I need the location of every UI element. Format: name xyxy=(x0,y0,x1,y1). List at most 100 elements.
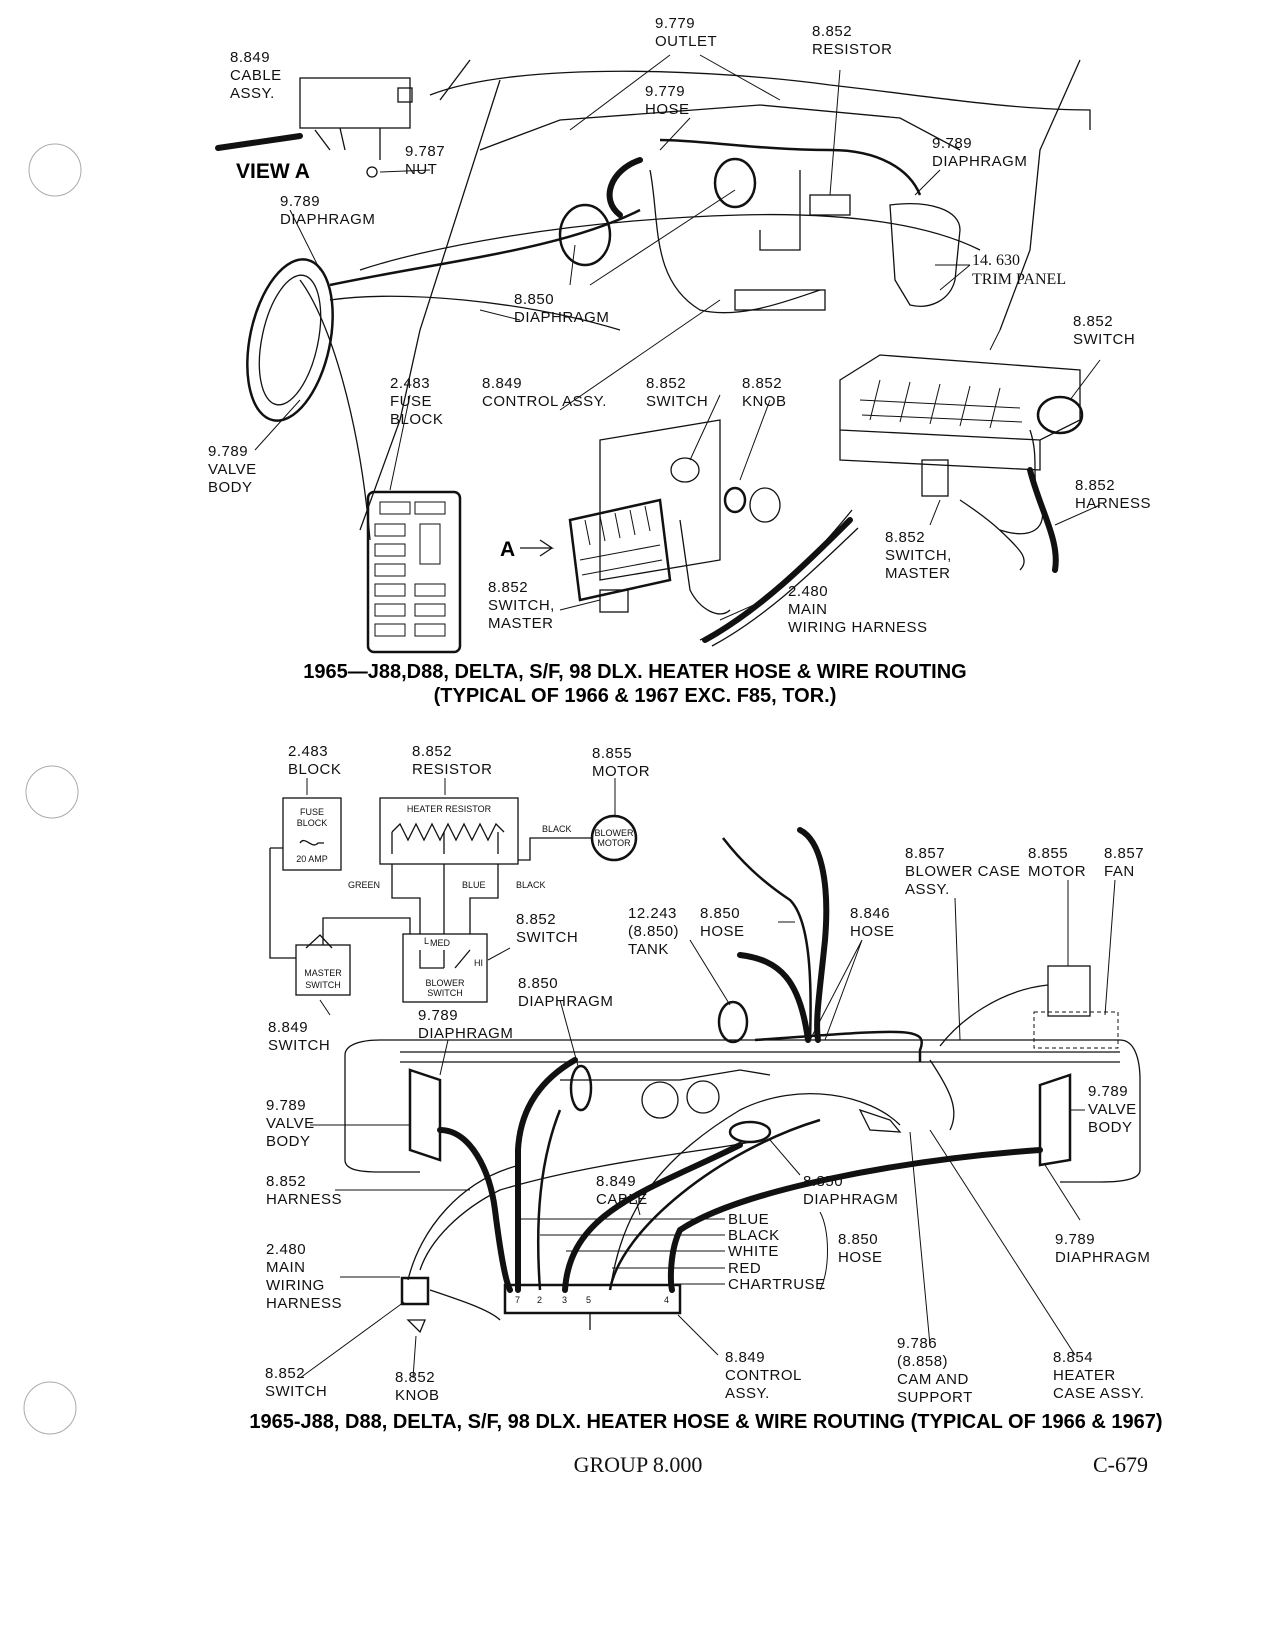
label-view-a: VIEW A xyxy=(236,160,310,183)
schematic-med: MED xyxy=(430,938,451,948)
gauge-2 xyxy=(686,1080,720,1114)
top-illustration xyxy=(215,54,1101,654)
windshield-line xyxy=(439,59,471,101)
top-caption-line2: (TYPICAL OF 1966 & 1967 EXC. F85, TOR.) xyxy=(434,685,837,707)
dash-shelf xyxy=(329,295,621,331)
dash-top-edge xyxy=(429,70,1091,130)
view-a-nut xyxy=(366,166,378,178)
dash-left-end xyxy=(344,1055,420,1173)
fan-dashed xyxy=(1033,1011,1119,1049)
top-knob-shape xyxy=(723,486,747,514)
motor-lead xyxy=(939,984,1049,1047)
control-body xyxy=(568,498,672,602)
top-right-harness xyxy=(1027,467,1059,573)
harness-852 xyxy=(419,1139,761,1271)
wire-fuse-master xyxy=(269,847,296,959)
binder-hole xyxy=(25,765,79,819)
blower-switch-contacts xyxy=(419,949,471,969)
control-assy-bottom xyxy=(503,1283,682,1315)
fuse-block-shape xyxy=(366,490,462,654)
top-caption-line1: 1965—J88,D88, DELTA, S/F, 98 DLX. HEATER… xyxy=(303,661,966,683)
schematic-amp: 20 AMP xyxy=(296,854,328,864)
top-switch-c-shape xyxy=(670,457,700,483)
view-a-cable xyxy=(215,133,303,151)
hose-thick-2 xyxy=(737,952,811,1043)
schematic-blue: BLUE xyxy=(462,880,486,890)
dash-rail xyxy=(400,1051,1120,1063)
trim-panel-shape xyxy=(889,203,961,307)
cam-support-shape xyxy=(858,1108,902,1133)
diaphragm-c-shape xyxy=(728,1120,772,1144)
blower-motor-shape xyxy=(1047,965,1091,1017)
schematic-green: GREEN xyxy=(348,880,380,890)
fuse-symbol xyxy=(299,839,324,846)
top-main-harness-outline xyxy=(699,509,859,647)
valve-body-right-shape xyxy=(1038,1073,1072,1167)
top-right-switch-shape xyxy=(1036,395,1084,435)
wire-master-blower xyxy=(322,917,411,945)
control-levers xyxy=(579,505,663,576)
heater-resistor-schematic xyxy=(379,797,519,865)
top-knob-ring xyxy=(749,487,781,523)
schematic-black2: BLACK xyxy=(516,880,546,890)
left-valve-body-shape xyxy=(246,258,334,422)
bottom-leaders xyxy=(299,778,1116,1379)
valve-body-left-shape xyxy=(408,1068,442,1162)
hose-bundle-left xyxy=(606,157,643,218)
bottom-switch-shape xyxy=(400,1276,430,1306)
dash-lower-panel xyxy=(359,213,981,271)
resistor-zigzag xyxy=(391,822,505,842)
kick-panel xyxy=(299,279,371,541)
harness-852-b xyxy=(407,1164,521,1281)
blower-switch-schematic xyxy=(402,933,488,1003)
hose-thick-1 xyxy=(797,827,830,1043)
bottom-knob-shape xyxy=(406,1319,426,1334)
dash-outline-bottom xyxy=(344,1039,1141,1183)
cable-849 xyxy=(609,1093,901,1291)
schematic-heater-resistor: HEATER RESISTOR xyxy=(407,804,492,814)
control-lead xyxy=(679,519,731,615)
diaphragm-850-bottom xyxy=(569,1064,593,1112)
hose-loop xyxy=(754,1030,923,1062)
view-a-box xyxy=(299,77,411,129)
hose-chartruse xyxy=(668,1147,1043,1293)
footer-page-number: C-679 xyxy=(1093,1452,1148,1477)
view-a-leads xyxy=(314,127,381,160)
wires-to-control xyxy=(649,169,821,314)
hose-thin-1 xyxy=(722,837,812,1041)
control-port-numbers: 7 2 3 5 4 xyxy=(515,1295,669,1305)
binder-hole xyxy=(28,143,82,197)
wire-black xyxy=(518,837,592,861)
hose-red xyxy=(608,1118,821,1291)
hose-black xyxy=(536,1109,562,1291)
resistor-taps xyxy=(391,832,499,854)
wire-black-2 xyxy=(469,864,499,934)
fuse-slots xyxy=(374,501,446,637)
